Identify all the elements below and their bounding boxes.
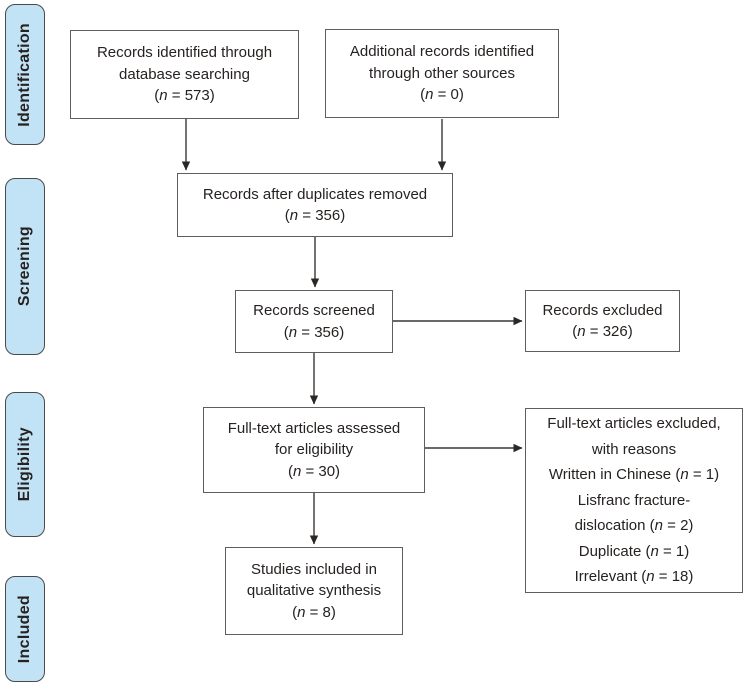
box-records-screened: Records screened(n = 356) (235, 290, 393, 353)
stage-label-eligibility-text: Eligibility (16, 427, 33, 502)
stage-label-eligibility: Eligibility (5, 392, 45, 537)
stage-label-screening-text: Screening (16, 226, 33, 307)
box-records-excluded: Records excluded(n = 326) (525, 290, 680, 352)
stage-label-included-text: Included (16, 594, 33, 664)
stage-label-identification-text: Identification (16, 22, 33, 127)
box-after-duplicates-removed: Records after duplicates removed(n = 356… (177, 173, 453, 237)
stage-label-screening: Screening (5, 178, 45, 355)
stage-label-included: Included (5, 576, 45, 682)
stage-label-identification: Identification (5, 4, 45, 145)
box-fulltext-excluded: Full-text articles excluded,with reasons… (525, 408, 743, 593)
